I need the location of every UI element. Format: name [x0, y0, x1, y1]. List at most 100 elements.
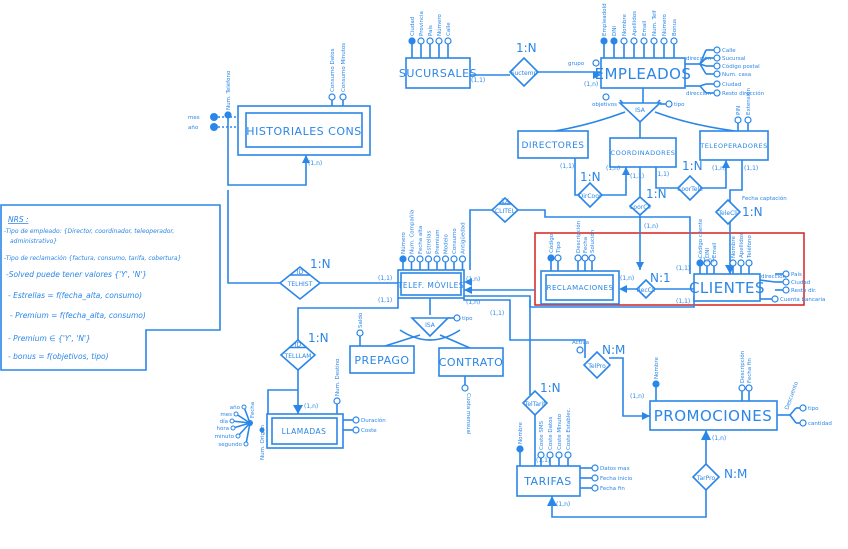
attribute: Fecha alta: [416, 226, 424, 270]
attribute-dot: [537, 451, 545, 459]
attribute-dot: [591, 474, 599, 482]
relationship-ratio: 1:N: [682, 159, 703, 173]
attribute-label: tipo: [808, 406, 819, 412]
attribute-dot: [576, 346, 584, 354]
relationship-tarpro[interactable]: TarPro N:M: [691, 462, 747, 492]
cardinality-label: (1,n): [466, 299, 480, 306]
attribute-dot: [564, 451, 572, 459]
attribute-dot: [703, 259, 711, 267]
relationship-ratio: 1:N: [310, 257, 331, 271]
entity-historiales-cons[interactable]: HISTORIALES CONS: [237, 105, 371, 156]
attribute: Solución: [588, 229, 596, 271]
attribute-dot: [630, 37, 638, 45]
attribute-dot: [444, 37, 452, 45]
attribute: Nombre: [729, 236, 737, 274]
entity-teleoperadores[interactable]: TELEOPERADORES: [699, 130, 769, 161]
arrowheads: [293, 71, 735, 506]
entity-prepago[interactable]: PREPAGO: [349, 345, 415, 374]
cardinality-label: (1,n): [620, 275, 634, 282]
entity-label: HISTORIALES CONS: [246, 125, 361, 138]
attribute-label: año: [230, 405, 241, 411]
attribute: Código: [547, 233, 555, 271]
relationship-ratio: 1:N: [646, 187, 667, 201]
entity-sucursales[interactable]: SUCURSALES: [399, 57, 477, 89]
attribute-label: Coste Minuto: [557, 413, 563, 450]
attribute-dot: [352, 426, 360, 434]
attribute-dot: [782, 286, 790, 294]
entity-telef-moviles[interactable]: TELEF. MÓVILES: [397, 269, 465, 299]
attribute: Resto dir.: [775, 286, 817, 294]
attribute-dot: [588, 254, 596, 262]
attribute: Fecha fin: [580, 484, 625, 492]
cardinality-label: (1,1): [676, 298, 690, 305]
relationship-label: CoorCli: [629, 204, 651, 211]
attribute-label: año: [188, 125, 199, 131]
attribute-label: Nombre: [731, 236, 737, 258]
diamond-shape: [521, 389, 549, 417]
attribute-label: País: [427, 25, 434, 36]
entity-reclamaciones[interactable]: RECLAMACIONES: [540, 270, 620, 305]
entity-label: TELEF. MÓVILES: [397, 281, 464, 290]
entity-label: PROMOCIONES: [654, 407, 772, 425]
attribute: tipo: [660, 100, 685, 108]
relationship-coorcli[interactable]: CoorCli 1:N: [628, 187, 667, 217]
attribute: Fecha inicio: [580, 474, 633, 482]
attribute: Apellidos: [630, 11, 638, 58]
attribute-dot: [424, 255, 433, 263]
relationship-ratio: N:1: [650, 271, 671, 285]
cardinality-label: (1,1): [378, 297, 392, 304]
relationship-ratio: 1:N: [540, 381, 561, 395]
relationship-label: TarPro: [696, 475, 716, 482]
attribute-label: Fecha captación: [742, 195, 787, 202]
attribute-label: Resto dir.: [791, 288, 817, 294]
attribute-label: Provincia: [419, 11, 425, 36]
entity-llamadas[interactable]: LLAMADAS: [266, 413, 344, 449]
entity-clientes[interactable]: CLIENTES: [689, 273, 765, 302]
attribute-dot: [461, 384, 469, 392]
attribute: Número: [435, 14, 443, 58]
attribute-label: DNI: [705, 248, 711, 258]
attribute-label: Cuenta bancaria: [780, 297, 825, 303]
attribute-label: Num. Origen: [260, 425, 266, 460]
attribute-label: Cuota mensual: [465, 393, 471, 435]
entity-directores[interactable]: DIRECTORES: [517, 130, 589, 159]
attribute-dot: [782, 270, 790, 278]
attribute-label: Fecha alta: [418, 226, 424, 254]
attribute-label: Apellidos: [739, 233, 745, 258]
attribute-dot: [713, 62, 721, 70]
attribute: Email: [710, 242, 718, 274]
entity-contrato[interactable]: CONTRATO: [438, 347, 504, 377]
attribute-label: Num. Telf: [652, 9, 658, 36]
entity-tarifas[interactable]: TARIFAS: [516, 465, 581, 497]
isa-empleados[interactable]: ISA: [617, 102, 663, 124]
attribute: Antigüedad: [458, 222, 467, 270]
isa-telefonos[interactable]: ISA: [410, 317, 450, 338]
attribute-dot: [713, 46, 721, 54]
entity-promociones[interactable]: PROMOCIONES: [649, 400, 778, 431]
relationship-ratio: 1:N: [580, 170, 601, 184]
attribute: Coste SMS: [537, 420, 545, 466]
attribute-dot: [713, 80, 721, 88]
relationship-label: TELHIST: [287, 281, 313, 288]
attribute-label: Tipo: [556, 241, 562, 254]
attribute-label: Teléfono: [746, 234, 753, 259]
note-line: - bonus = f(objetivos, tipo): [8, 352, 109, 361]
entity-coordinadores[interactable]: COORDINADORES: [609, 137, 677, 168]
notes-panel: NRS : -Tipo de empleado: {Director, coor…: [0, 204, 221, 371]
attribute-dot: [574, 254, 582, 262]
relationship-ratio: N:M: [724, 467, 747, 481]
attribute-label: País: [791, 271, 802, 278]
relationship-ratio: 1:N: [516, 41, 537, 55]
entity-empleados[interactable]: EMPLEADOS: [595, 57, 692, 89]
entity-label: EMPLEADOS: [595, 65, 692, 83]
